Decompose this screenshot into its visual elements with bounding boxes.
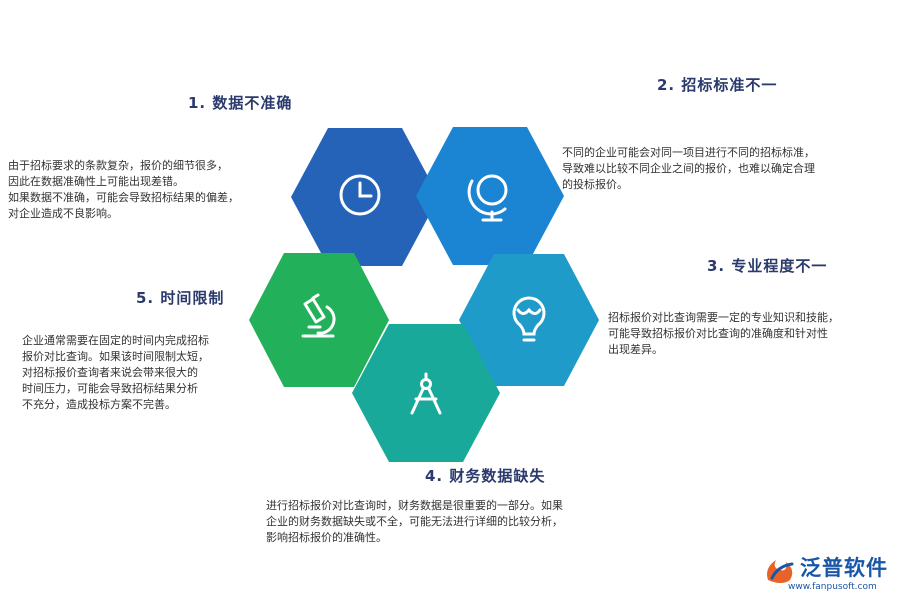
lightbulb-icon: [512, 296, 546, 342]
compass-icon: [410, 372, 442, 415]
item-3-line: 招标报价对比查询需要一定的专业知识和技能，: [608, 311, 839, 324]
hexagon-4-shape: [352, 324, 500, 462]
item-5-title: 5. 时间限制: [136, 289, 225, 307]
item-2-line: 不同的企业可能会对同一项目进行不同的招标标准，: [562, 146, 815, 159]
item-5-line: 对招标报价查询者来说会带来很大的: [22, 366, 198, 379]
item-3-line: 可能导致招标报价对比查询的准确度和针对性: [608, 327, 828, 340]
fanpu-logo-icon: [767, 560, 794, 583]
item-3-description: 招标报价对比查询需要一定的专业知识和技能， 可能导致招标报价对比查询的准确度和针…: [608, 310, 839, 358]
hexagon-2-shape: [416, 127, 564, 265]
item-2-line: 的投标报价。: [562, 178, 628, 191]
hexagon-2: [416, 127, 564, 265]
item-2-title: 2. 招标标准不一: [657, 76, 778, 94]
item-2-description: 不同的企业可能会对同一项目进行不同的招标标准， 导致难以比较不同企业之间的报价，…: [562, 145, 815, 193]
item-5-line: 不充分，造成投标方案不完善。: [22, 398, 176, 411]
hexagon-3: [459, 254, 599, 386]
item-4-line: 企业的财务数据缺失或不全，可能无法进行详细的比较分析，: [266, 515, 563, 528]
logo-name: 泛普软件: [800, 556, 888, 580]
item-4-title: 4. 财务数据缺失: [425, 467, 546, 485]
hexagon-4: [352, 324, 500, 462]
logo-url: www.fanpusoft.com: [788, 582, 877, 592]
hexagon-1: [291, 128, 439, 266]
item-1-line: 由于招标要求的条款复杂，报价的细节很多，: [8, 159, 228, 172]
item-1-title: 1. 数据不准确: [188, 94, 293, 112]
item-3-title: 3. 专业程度不一: [707, 257, 828, 275]
item-5-line: 企业通常需要在固定的时间内完成招标: [22, 334, 209, 347]
item-5-description: 企业通常需要在固定的时间内完成招标 报价对比查询。如果该时间限制太短， 对招标报…: [22, 333, 209, 413]
item-3-line: 出现差异。: [608, 343, 663, 356]
item-4-description: 进行招标报价对比查询时，财务数据是很重要的一部分。如果 企业的财务数据缺失或不全…: [266, 498, 563, 546]
item-1-line: 如果数据不准确，可能会导致招标结果的偏差，: [8, 191, 239, 204]
item-2-line: 导致难以比较不同企业之间的报价，也难以确定合理: [562, 162, 815, 175]
hexagon-3-shape: [459, 254, 599, 386]
hexagon-5: [249, 253, 389, 387]
item-5-line: 报价对比查询。如果该时间限制太短，: [22, 350, 209, 363]
item-1-line: 因此在数据准确性上可能出现差错。: [8, 175, 184, 188]
brand-logo: 泛普软件 www.fanpusoft.com: [760, 552, 895, 596]
globe-icon: [467, 174, 508, 222]
item-4-line: 进行招标报价对比查询时，财务数据是很重要的一部分。如果: [266, 499, 563, 512]
item-1-description: 由于招标要求的条款复杂，报价的细节很多， 因此在数据准确性上可能出现差错。 如果…: [8, 158, 239, 222]
microscope-icon: [301, 293, 336, 338]
item-4-line: 影响招标报价的准确性。: [266, 531, 387, 544]
item-1-line: 对企业造成不良影响。: [8, 207, 118, 220]
item-5-line: 时间压力，可能会导致招标结果分析: [22, 382, 198, 395]
clock-icon: [339, 174, 381, 216]
